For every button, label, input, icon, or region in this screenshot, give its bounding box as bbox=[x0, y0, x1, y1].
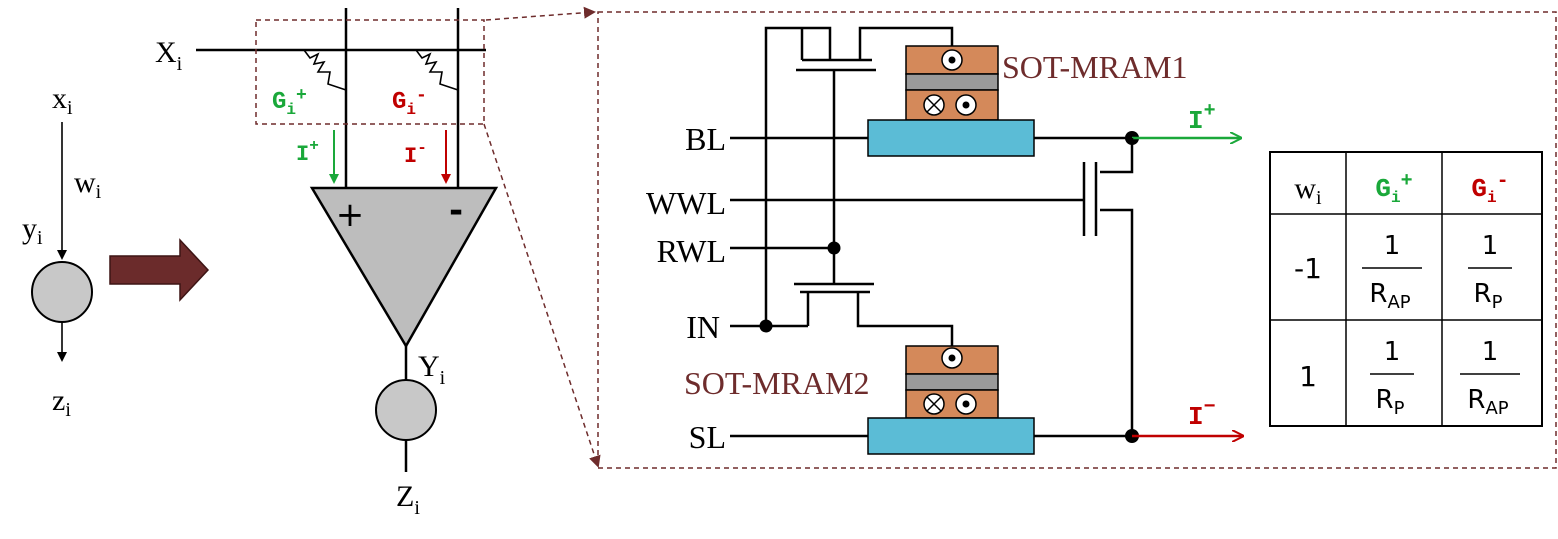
bl-label: BL bbox=[685, 121, 726, 157]
mram2-top-spin-dot bbox=[948, 354, 956, 362]
t2-drain bbox=[856, 292, 954, 346]
table-row2-gpos-num: 1 bbox=[1384, 337, 1401, 367]
highlight-box bbox=[255, 19, 485, 125]
wt-source bbox=[1100, 208, 1134, 436]
output-neuron-node bbox=[375, 379, 437, 441]
table-row2-gpos-den: RP bbox=[1376, 385, 1405, 419]
g-pos-label: Gi+ bbox=[272, 86, 307, 119]
table-row1-w: -1 bbox=[1294, 252, 1322, 285]
in-rail bbox=[764, 26, 832, 326]
amp-minus-sign: - bbox=[449, 191, 463, 231]
weight-conductance-table: wi Gi+ Gi- -1 1 RAP 1 RP 1 1 RP 1 RAP bbox=[1269, 151, 1543, 427]
i-pos-out-label: I+ bbox=[1188, 100, 1216, 136]
resistor-neg-icon bbox=[415, 49, 459, 91]
mram2-fixed-layer bbox=[905, 389, 999, 419]
mram1-fixed-layer bbox=[905, 89, 999, 121]
neuron-node bbox=[31, 261, 93, 323]
circuit-detail: BL WWL RWL IN SL SOT-MRA bbox=[646, 26, 1242, 455]
i-pos-label: I+ bbox=[296, 137, 319, 167]
simple-neuron: xi wi yi zi bbox=[22, 82, 102, 421]
rwl-label: RWL bbox=[657, 233, 726, 269]
crossbar-input-label: Xi bbox=[155, 36, 183, 75]
mram1-cross-mark bbox=[926, 97, 942, 113]
transform-arrow-icon bbox=[109, 238, 210, 302]
table-header-g-neg: Gi- bbox=[1471, 170, 1508, 207]
table-header-w: wi bbox=[1294, 172, 1322, 209]
table-row2-w: 1 bbox=[1299, 360, 1317, 393]
table-row2-gneg-den: RAP bbox=[1467, 385, 1508, 419]
table-row1-gpos-den: RAP bbox=[1369, 279, 1410, 313]
t1-drain bbox=[858, 26, 954, 60]
table-header-g-pos: Gi+ bbox=[1375, 170, 1412, 207]
resistor-pos-icon bbox=[303, 49, 347, 91]
amp-plus-sign: + bbox=[336, 195, 365, 235]
in-label: IN bbox=[686, 309, 720, 345]
table-frame bbox=[1269, 151, 1543, 427]
neuron-weight-label: wi bbox=[74, 166, 102, 203]
mram1-label: SOT-MRAM1 bbox=[1002, 49, 1188, 85]
zoom-line-top bbox=[485, 6, 596, 21]
mram2-label: SOT-MRAM2 bbox=[684, 365, 870, 401]
mram1-out-dot bbox=[962, 101, 970, 109]
mram2-out-dot bbox=[962, 400, 970, 408]
table-row1-gneg-den: RP bbox=[1474, 279, 1503, 313]
sl-label: SL bbox=[689, 419, 726, 455]
neuron-out-label: Zi bbox=[396, 480, 420, 519]
circuit-detail-box bbox=[597, 11, 1557, 469]
mram1-oxide bbox=[905, 73, 999, 91]
mram2-sot-channel bbox=[867, 417, 1035, 455]
mram2-cross-mark bbox=[926, 396, 942, 412]
wwl-label: WWL bbox=[646, 185, 726, 221]
i-neg-label: I- bbox=[404, 139, 427, 169]
sum-output-label: Yi bbox=[418, 350, 446, 389]
table-row1-gneg-num: 1 bbox=[1482, 231, 1499, 261]
zoom-line-bottom bbox=[483, 123, 601, 468]
neuron-input-label: xi bbox=[52, 82, 73, 119]
i-neg-out-label: I− bbox=[1188, 396, 1216, 432]
g-neg-label: Gi- bbox=[392, 86, 427, 119]
table-row2-gneg-num: 1 bbox=[1482, 337, 1499, 367]
mram1-top-spin-dot bbox=[948, 56, 956, 64]
table-row1-gpos-num: 1 bbox=[1384, 231, 1401, 261]
mram1-sot-channel bbox=[867, 119, 1035, 157]
neuron-output-label: zi bbox=[52, 384, 71, 421]
mram2-oxide bbox=[905, 373, 999, 391]
neuron-sum-label: yi bbox=[22, 212, 43, 249]
crossbar-neuron: Xi Gi+ Gi- I+ I- + - Yi Zi bbox=[155, 8, 499, 519]
wt-drain bbox=[1100, 138, 1134, 174]
summing-amplifier bbox=[309, 186, 499, 349]
in-junction-dot bbox=[759, 319, 773, 333]
rwl-junction-dot bbox=[827, 241, 841, 255]
